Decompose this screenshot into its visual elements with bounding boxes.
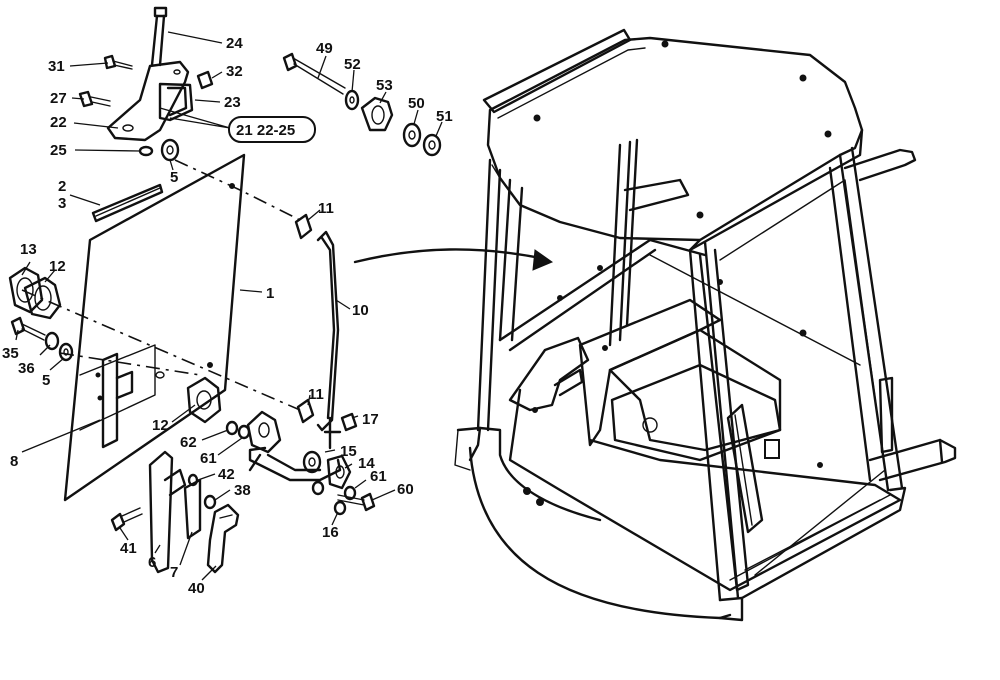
callout-40: 40: [188, 580, 205, 597]
install-direction-arrow: [353, 248, 554, 271]
callout-14: 14: [358, 455, 375, 472]
callout-31: 31: [48, 58, 65, 75]
callout-3: 3: [58, 195, 66, 212]
callout-22: 22: [50, 114, 67, 131]
leader-lines: [15, 31, 443, 581]
callout-17: 17: [362, 411, 379, 428]
cab-assembly: [454, 28, 957, 622]
callout-41: 41: [120, 540, 137, 557]
callout-52: 52: [344, 56, 361, 73]
callout-5-left: 5: [42, 372, 50, 389]
callout-10: 10: [352, 302, 369, 319]
callout-25: 25: [50, 142, 67, 159]
callout-6: 6: [148, 554, 156, 571]
callout-11-lower: 11: [308, 386, 324, 403]
callout-50: 50: [408, 95, 425, 112]
callout-12-lower: 12: [152, 417, 169, 434]
callout-53: 53: [376, 77, 393, 94]
callout-42: 42: [218, 466, 235, 483]
callout-61-left: 61: [200, 450, 217, 467]
callout-13: 13: [20, 241, 37, 258]
callout-62: 62: [180, 434, 197, 451]
callout-8: 8: [10, 453, 18, 470]
callout-2: 2: [58, 178, 66, 195]
callout-27: 27: [50, 90, 67, 107]
callout-11-top: 11: [318, 200, 334, 217]
callout-5-top: 5: [170, 169, 178, 186]
callout-38: 38: [234, 482, 251, 499]
callout-32: 32: [226, 63, 243, 80]
callout-24: 24: [226, 35, 243, 52]
callout-49: 49: [316, 40, 333, 57]
callout-36: 36: [18, 360, 35, 377]
callout-labels: 24 31 32 27 23 22 21 22-25 25 5 2 3 13 1…: [2, 35, 453, 597]
callout-60: 60: [397, 481, 414, 498]
callout-51: 51: [436, 108, 453, 125]
callout-15: 15: [340, 443, 357, 460]
callout-21-box: [228, 116, 316, 143]
callout-21: 21 22-25: [236, 122, 295, 139]
exploded-parts: [8, 6, 442, 574]
callout-61-right: 61: [370, 468, 387, 485]
callout-23: 23: [224, 94, 241, 111]
callout-35: 35: [2, 345, 19, 362]
callout-7: 7: [170, 564, 178, 581]
callout-1: 1: [266, 285, 274, 302]
callout-16: 16: [322, 524, 339, 541]
callout-12-top: 12: [49, 258, 66, 275]
